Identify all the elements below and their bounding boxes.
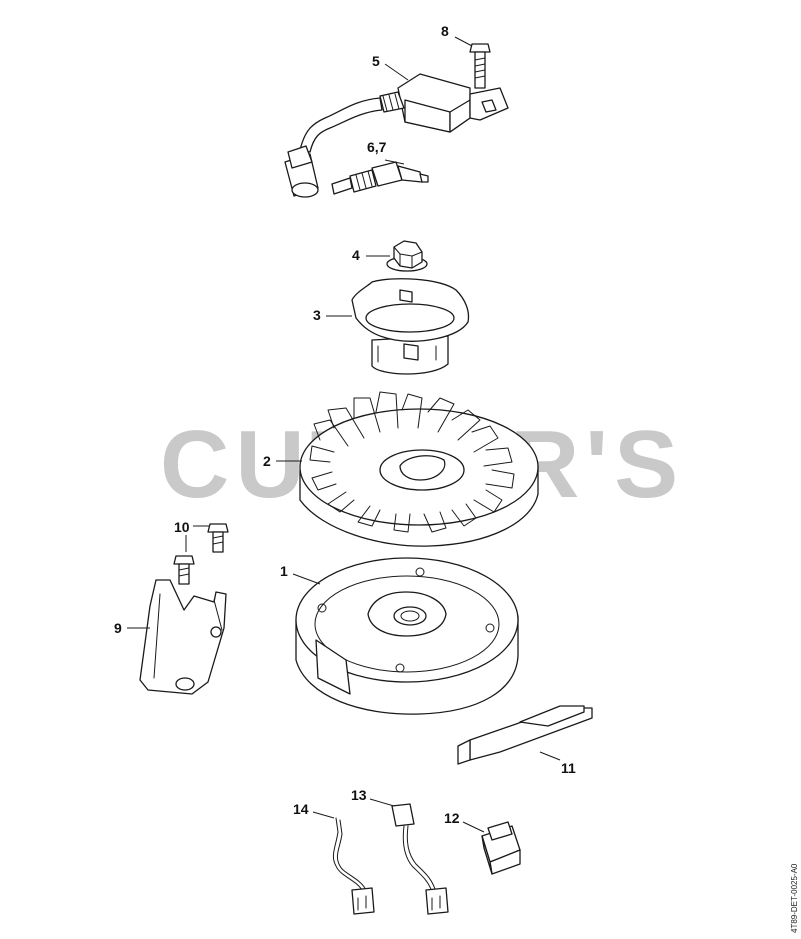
callout-11: 11 (561, 760, 576, 776)
part-9-bracket (139, 579, 227, 695)
leader-lines (127, 36, 561, 833)
callout-14: 14 (293, 801, 309, 817)
callout-12: 12 (444, 810, 460, 826)
callout-9: 9 (114, 620, 122, 636)
part-13-wire-connector (391, 803, 449, 915)
callout-2: 2 (263, 453, 271, 469)
callout-numbers: 8 5 6,7 4 3 2 1 10 9 11 12 13 14 (114, 23, 576, 826)
part-14-wire (332, 817, 375, 915)
part-4-flywheel-nut (386, 240, 428, 272)
part-6-7-spark-plug (331, 161, 429, 195)
drawing-code: 4T89-DET-0025-A0 (790, 863, 799, 933)
part-10-screws (173, 523, 229, 585)
part-1-flywheel (295, 557, 519, 715)
part-8-bolt (469, 43, 491, 89)
callout-3: 3 (313, 307, 321, 323)
part-3-fan-cup (351, 278, 470, 375)
part-2-cooling-fan (299, 391, 539, 547)
callout-6-7: 6,7 (367, 139, 387, 155)
callout-8: 8 (441, 23, 449, 39)
part-5-ignition-coil (284, 73, 509, 198)
part-11-shoe (457, 705, 593, 765)
callout-13: 13 (351, 787, 367, 803)
part-12-switch (481, 821, 521, 875)
callout-1: 1 (280, 563, 288, 579)
callout-10: 10 (174, 519, 190, 535)
callout-4: 4 (352, 247, 360, 263)
callout-5: 5 (372, 53, 380, 69)
